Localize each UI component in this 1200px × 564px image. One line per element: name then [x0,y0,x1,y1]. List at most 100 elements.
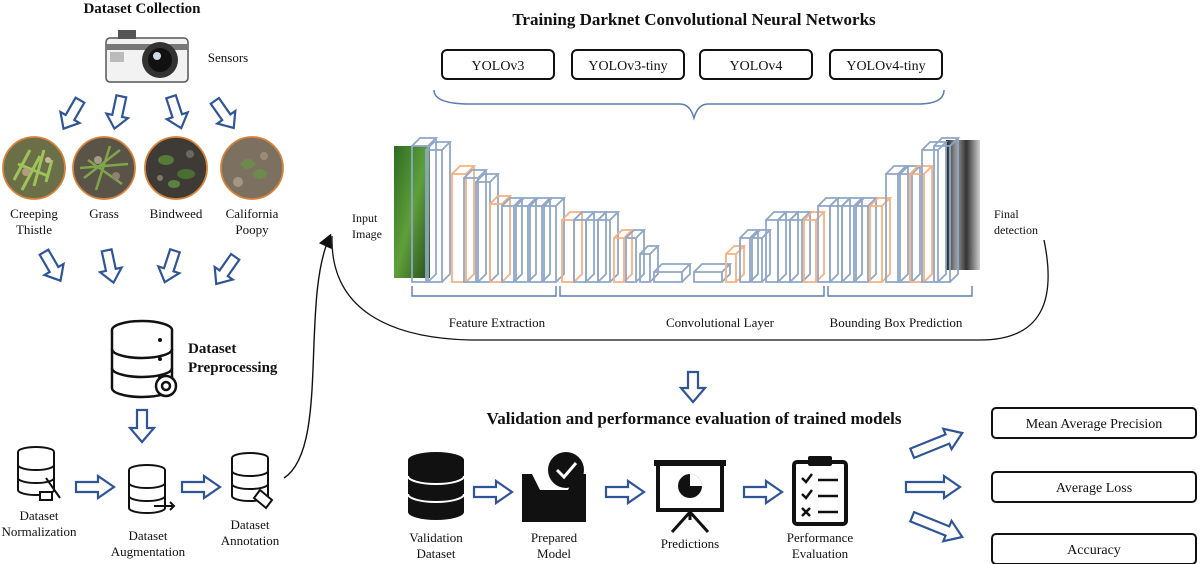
species-label-4-line1: California [226,206,279,221]
species-label-4-line2: Poopy [235,222,269,237]
network-layer-block [817,197,841,283]
network-layer-block [777,211,801,283]
performance-clipboard-icon [792,456,848,526]
species-label-1-line1: Creeping [10,206,58,221]
section-feature-extraction: Feature Extraction [449,315,546,330]
network-layer-block [751,229,773,283]
collection-title: Dataset Collection [83,1,201,17]
network-layer-block [463,169,489,283]
network-layer-block [451,165,477,283]
network-layer-block [841,197,865,283]
model-label-yolov3-tiny: YOLOv3-tiny [588,59,667,74]
models-brace [433,89,945,121]
prepared-label-line1: Prepared [531,530,578,545]
metric-box-loss [991,471,1197,503]
plant-photo-grass [72,136,136,200]
preprocessing-title-line2: Preprocessing [188,360,278,376]
network-layer-block [425,141,453,283]
augmentation-label-line1: Dataset [129,528,168,543]
annotation-db-icon [231,452,274,510]
metric-accuracy: Accuracy [1067,543,1121,558]
training-down-arrow [678,370,708,404]
evaluation-title: Validation and performance evaluation of… [487,409,902,428]
network-layer-block [765,211,789,283]
predictions-presentation-icon [654,460,726,534]
section-brackets [411,286,973,297]
final-detection-image [946,140,980,270]
annotation-label-line2: Annotation [221,533,280,548]
metric-average-loss: Average Loss [1056,481,1132,496]
augmentation-db-icon [128,464,176,514]
network-layer-block [515,197,539,283]
input-label-line1: Input [352,211,378,225]
network-layer-block [585,211,609,283]
network-layer-block [869,197,893,283]
annotation-label-line1: Dataset [231,517,270,532]
metric-mean-average-precision: Mean Average Precision [1026,417,1163,432]
performance-label-line1: Performance [787,530,854,545]
model-label-yolov4-tiny: YOLOv4-tiny [846,59,925,74]
network-layer-block [803,211,827,283]
model-box-yolov3 [441,49,555,80]
network-layer-block [789,211,813,283]
evaluation-right-arrows [472,478,784,506]
network-layer-block [639,245,661,283]
collection-arrows-top [58,93,237,131]
metrics-arrows [904,427,965,543]
training-loop-curve [331,235,1049,341]
camera-icon [105,30,189,83]
model-box-yolov3-tiny [571,49,685,80]
augmentation-label-line2: Augmentation [111,544,186,559]
network-layer-block [573,211,597,283]
preprocessing-right-arrows [74,473,222,501]
network-layer-block [855,197,879,283]
plant-photo-california-poppy [220,136,284,200]
performance-label-line2: Evaluation [792,546,849,561]
network-layer-block [909,165,935,283]
prepared-label-line2: Model [537,546,571,561]
normalization-db-icon [17,446,61,501]
network-layer-block [653,263,693,283]
plant-photo-creeping-thistle [2,136,66,200]
network-layers [411,137,961,283]
validation-label-line1: Validation [409,530,463,545]
network-layer-block [597,211,621,283]
output-label-line2: detection [994,223,1038,237]
network-layer-block [529,197,553,283]
model-boxes [441,49,943,80]
network-layer-block [489,195,513,283]
network-layer-block [475,173,501,283]
training-title: Training Darknet Convolutional Neural Ne… [512,10,876,29]
plant-photo-bindweed [144,136,208,200]
network-layer-block [561,211,585,283]
network-layer-block [501,197,525,283]
preprocessing-title-line1: Dataset [188,341,236,357]
model-box-yolov4-tiny [829,49,943,80]
database-gear-icon [110,319,178,399]
preprocessing-down-arrow [127,408,157,444]
network-layer-block [693,263,733,283]
input-label-line2: Image [352,227,382,241]
network-layer-block [829,197,853,283]
species-label-2-line1: Grass [89,206,119,221]
metric-box-map [991,407,1197,439]
normalization-label-line1: Dataset [20,508,59,523]
normalization-label-line2: Normalization [1,524,77,539]
section-convolutional-layer: Convolutional Layer [666,315,775,330]
collection-arrows-bottom [38,247,241,286]
model-label-yolov4: YOLOv4 [730,59,783,74]
validation-dataset-icon [407,452,465,520]
model-label-yolov3: YOLOv3 [472,59,525,74]
preprocessing-to-training-arrow [283,233,332,479]
prepared-model-icon [522,452,586,522]
validation-label-line2: Dataset [417,546,456,561]
network-layer-block [897,165,923,283]
species-label-3-line1: Bindweed [150,206,203,221]
network-layer-block [933,137,961,283]
sensors-label: Sensors [208,50,248,65]
metric-box-accuracy [991,533,1197,564]
network-layer-block [625,229,647,283]
species-label-1-line2: Thistle [16,222,52,237]
